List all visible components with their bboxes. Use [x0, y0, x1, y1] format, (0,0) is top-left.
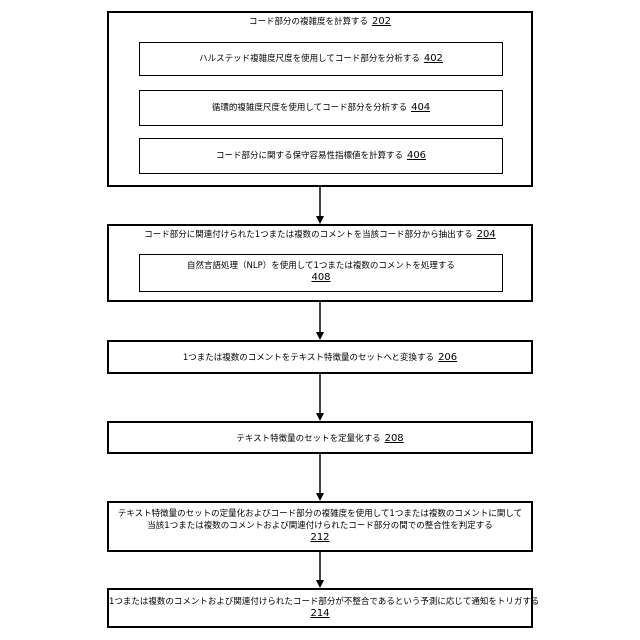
- step-212-text-line2: 当該1つまたは複数のコメントおよび関連付けられたコード部分の間での整合性を判定す…: [109, 520, 531, 532]
- step-404-box: 循環的複雑度尺度を使用してコード部分を分析する 404: [139, 90, 503, 126]
- step-204-ref: 204: [477, 229, 496, 240]
- step-206-ref: 206: [438, 352, 457, 363]
- step-214-text: 1つまたは複数のコメントおよび関連付けられたコード部分が不整合であるという予測に…: [109, 597, 539, 607]
- step-406-text: コード部分に関する保守容易性指標値を計算する: [216, 151, 403, 161]
- step-204-text: コード部分に関連付けられた1つまたは複数のコメントを当該コード部分から抽出する: [144, 230, 472, 240]
- step-404-text: 循環的複雑度尺度を使用してコード部分を分析する: [212, 103, 407, 113]
- step-212-text-line1: テキスト特徴量のセットの定量化およびコード部分の複雑度を使用して1つまたは複数の…: [109, 508, 531, 520]
- step-202-text: コード部分の複雑度を計算する: [249, 17, 368, 27]
- step-214-box: 1つまたは複数のコメントおよび関連付けられたコード部分が不整合であるという予測に…: [107, 588, 533, 628]
- step-406-ref: 406: [407, 150, 426, 161]
- step-206-box: 1つまたは複数のコメントをテキスト特徴量のセットへと変換する 206: [107, 340, 533, 374]
- step-206-text: 1つまたは複数のコメントをテキスト特徴量のセットへと変換する: [183, 353, 434, 363]
- step-408-ref: 408: [140, 272, 502, 284]
- step-212-ref: 212: [109, 532, 531, 544]
- step-408-box: 自然言語処理（NLP）を使用して1つまたは複数のコメントを処理する 408: [139, 254, 503, 292]
- step-212-box: テキスト特徴量のセットの定量化およびコード部分の複雑度を使用して1つまたは複数の…: [107, 501, 533, 552]
- step-402-box: ハルステッド複雑度尺度を使用してコード部分を分析する 402: [139, 42, 503, 76]
- step-208-box: テキスト特徴量のセットを定量化する 208: [107, 421, 533, 454]
- step-208-text: テキスト特徴量のセットを定量化する: [236, 434, 380, 444]
- step-408-text: 自然言語処理（NLP）を使用して1つまたは複数のコメントを処理する: [187, 261, 455, 271]
- step-208-ref: 208: [385, 433, 404, 444]
- step-402-text: ハルステッド複雑度尺度を使用してコード部分を分析する: [199, 54, 420, 64]
- step-404-ref: 404: [411, 102, 430, 113]
- step-406-box: コード部分に関する保守容易性指標値を計算する 406: [139, 138, 503, 174]
- step-202-box: コード部分の複雑度を計算する 202 ハルステッド複雑度尺度を使用してコード部分を…: [107, 11, 533, 187]
- step-402-ref: 402: [424, 53, 443, 64]
- step-202-ref: 202: [372, 16, 391, 27]
- step-202-label: コード部分の複雑度を計算する 202: [109, 16, 531, 28]
- step-214-ref: 214: [109, 608, 531, 620]
- step-204-box: コード部分に関連付けられた1つまたは複数のコメントを当該コード部分から抽出する 2…: [107, 224, 533, 302]
